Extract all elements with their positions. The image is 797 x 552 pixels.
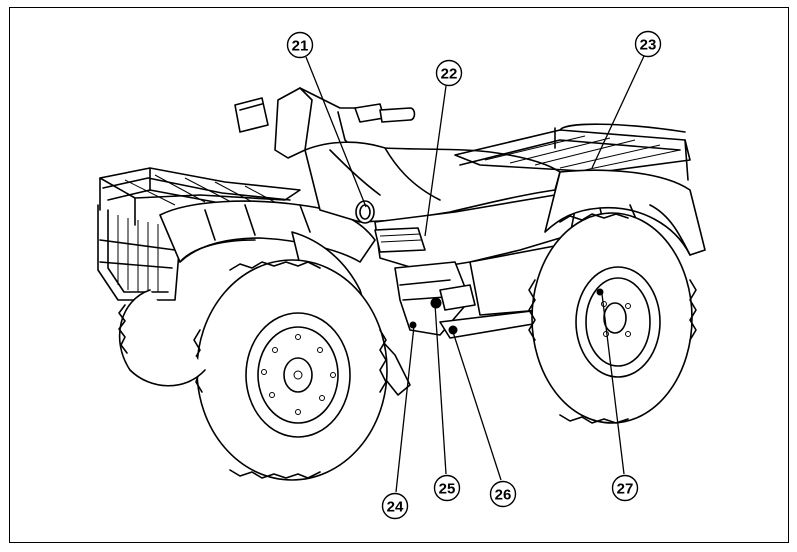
fuel-cap — [355, 200, 375, 224]
callout-23: 23 — [634, 30, 662, 58]
callout-25: 25 — [433, 474, 461, 502]
callout-27-label: 27 — [617, 481, 634, 498]
callout-23-label: 23 — [640, 37, 657, 54]
callout-21-label: 21 — [292, 38, 309, 55]
rear-wheel — [528, 212, 697, 424]
callout-27: 27 — [611, 474, 639, 502]
callout-24-label: 24 — [387, 499, 404, 516]
callout-26: 26 — [489, 480, 517, 508]
callout-22-label: 22 — [441, 66, 458, 83]
figure-border — [9, 7, 789, 543]
callout-21: 21 — [286, 31, 314, 59]
front-wheel — [193, 259, 388, 481]
front-far-wheel — [118, 289, 206, 387]
front-rack — [97, 167, 301, 301]
callout-25-label: 25 — [439, 481, 456, 498]
leader-lines — [305, 55, 645, 493]
callout-22: 22 — [435, 59, 463, 87]
callout-24: 24 — [381, 492, 409, 520]
callout-26-label: 26 — [495, 487, 512, 504]
